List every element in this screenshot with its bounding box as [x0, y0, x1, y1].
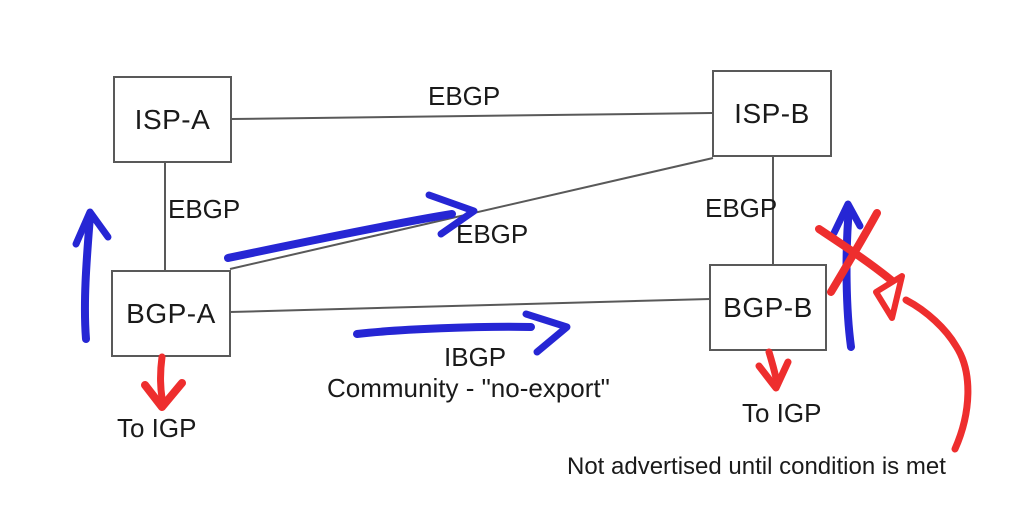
node-isp-a-label: ISP-A	[134, 103, 211, 135]
label-ebgp-right: EBGP	[705, 193, 778, 223]
node-bgp-a-label: BGP-A	[126, 297, 216, 329]
red-down-arrow-left-head	[141, 379, 186, 411]
label-ebgp-left: EBGP	[168, 194, 241, 224]
annotation-not-advertised: Not advertised until condition is met	[567, 453, 946, 480]
label-ebgp-top: EBGP	[428, 81, 501, 111]
red-curved-arrow-tail	[902, 296, 972, 453]
red-curved-arrow-open-head	[873, 273, 905, 321]
edge-line-bgpa-ispb	[229, 157, 714, 270]
label-ebgp-diagonal: EBGP	[456, 219, 529, 249]
red-x-stroke-2	[827, 209, 881, 296]
blue-diagonal-arrow-body	[224, 210, 456, 262]
red-down-arrow-right-body	[765, 348, 780, 382]
label-community-no-export: Community - "no-export"	[327, 373, 610, 403]
blue-ibgp-arrow-head	[522, 310, 571, 356]
edge-line-ispa-ispb	[231, 112, 713, 120]
red-down-arrow-right-head	[755, 358, 792, 392]
blue-up-arrow-right-head	[830, 200, 864, 237]
node-isp-b: ISP-B	[712, 70, 832, 157]
node-isp-a: ISP-A	[113, 76, 232, 163]
annotation-to-igp-left: To IGP	[117, 413, 197, 443]
blue-up-arrow-left-body	[80, 212, 94, 343]
blue-ibgp-arrow-body	[353, 322, 535, 338]
red-arrows-group	[141, 209, 972, 453]
node-bgp-a: BGP-A	[111, 270, 231, 357]
annotation-to-igp-right: To IGP	[742, 398, 822, 428]
edge-line-bgpa-bgpb	[229, 298, 711, 313]
node-bgp-b-label: BGP-B	[723, 291, 813, 323]
red-x-stroke-1	[815, 225, 895, 284]
red-down-arrow-left-body	[157, 353, 166, 402]
blue-up-arrow-left-head	[72, 208, 112, 248]
node-bgp-b: BGP-B	[709, 264, 827, 351]
blue-up-arrow-right-body	[842, 204, 855, 351]
label-ibgp: IBGP	[444, 342, 507, 372]
node-isp-b-label: ISP-B	[734, 97, 810, 129]
